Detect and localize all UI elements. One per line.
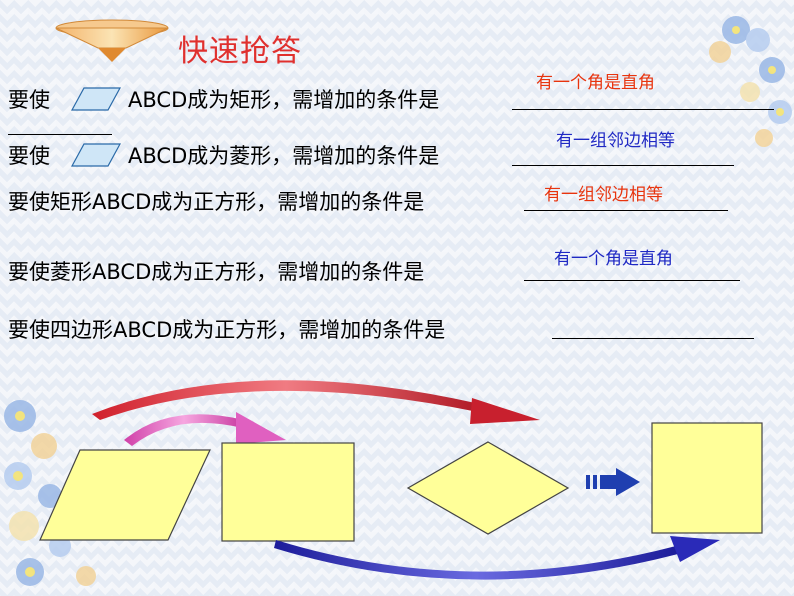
answer-text: 有一个角是直角 xyxy=(554,249,673,269)
question-text: ABCD成为菱形，需增加的条件是 xyxy=(128,144,440,168)
answer-blank-continued[interactable] xyxy=(8,134,112,135)
answer-text: 有一组邻边相等 xyxy=(556,131,675,151)
square-shape xyxy=(651,422,763,534)
funnel-icon xyxy=(55,19,169,62)
answer-blank[interactable] xyxy=(524,280,740,281)
answer-blank[interactable] xyxy=(552,338,754,339)
question-line-5: 要使四边形ABCD成为正方形，需增加的条件是 xyxy=(8,318,446,342)
arrow-pink-arc xyxy=(124,414,244,446)
arrow-red-arc xyxy=(92,380,480,420)
parallelogram-icon xyxy=(70,87,122,111)
flower-decoration-bottom-left xyxy=(4,400,96,586)
flower-decoration-top-right xyxy=(709,16,792,147)
rectangle-shape xyxy=(221,442,355,542)
question-line-3: 要使矩形ABCD成为正方形，需增加的条件是 xyxy=(8,190,425,214)
arrow-blue-arc xyxy=(274,540,678,580)
answer-blank[interactable] xyxy=(512,109,774,110)
arrow-blue-small xyxy=(586,468,640,496)
question-prefix: 要使 xyxy=(8,88,50,112)
question-text: ABCD成为矩形，需增加的条件是 xyxy=(128,88,440,112)
question-line-1: 要使 xyxy=(8,84,50,114)
answer-blank[interactable] xyxy=(512,165,734,166)
answer-text: 有一组邻边相等 xyxy=(544,185,663,205)
answer-text: 有一个角是直角 xyxy=(536,73,655,93)
slide-title: 快速抢答 xyxy=(178,34,302,69)
answer-blank[interactable] xyxy=(524,210,728,211)
arrow-red-head xyxy=(470,398,540,424)
rhombus-shape xyxy=(406,441,570,535)
question-prefix: 要使 xyxy=(8,144,50,168)
arrow-pink-head xyxy=(236,412,286,444)
question-line-4: 要使菱形ABCD成为正方形，需增加的条件是 xyxy=(8,260,425,284)
arrow-blue-head xyxy=(670,536,720,562)
parallelogram-shape xyxy=(39,449,211,541)
question-line-2: 要使 xyxy=(8,140,50,170)
parallelogram-icon xyxy=(70,143,122,167)
